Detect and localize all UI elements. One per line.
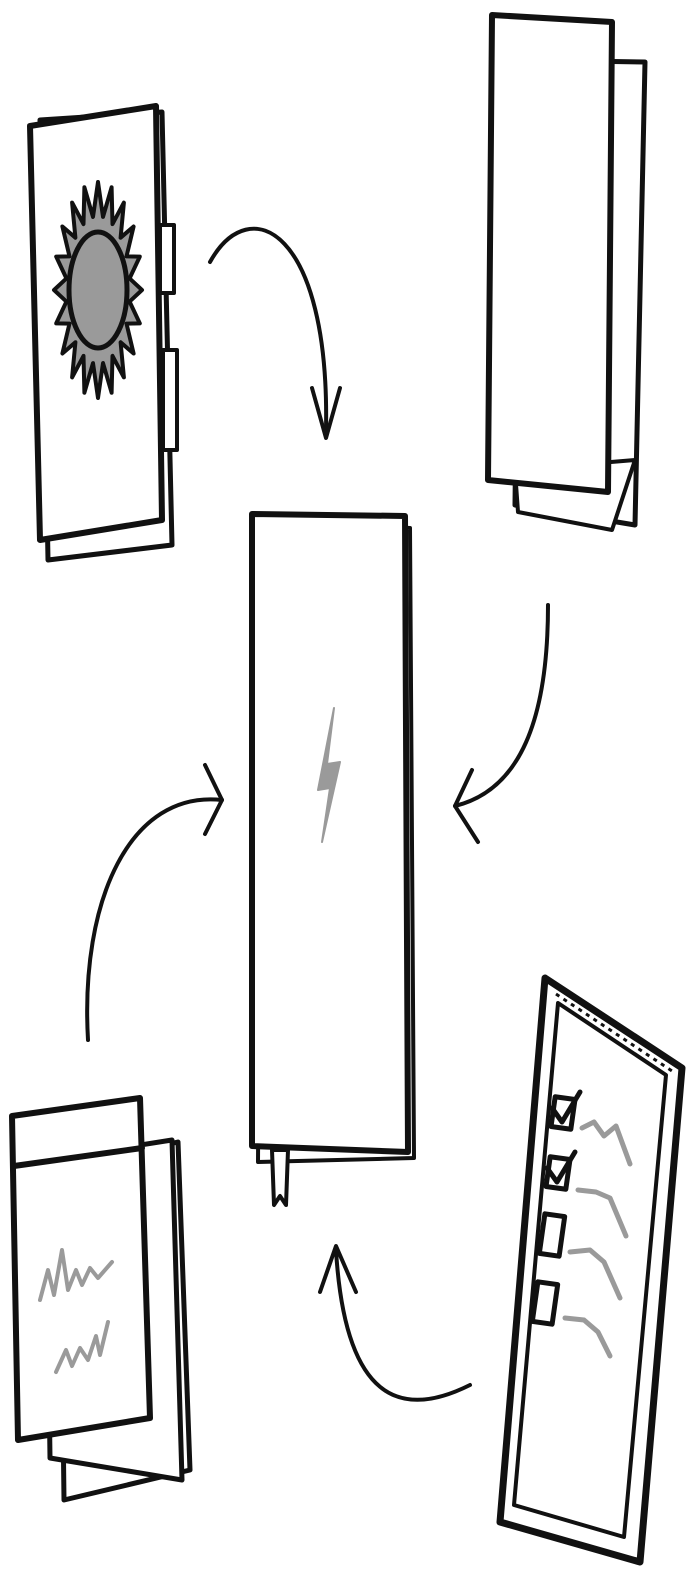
sun-notebook-icon — [30, 106, 177, 560]
checkbox-empty-icon — [532, 1282, 557, 1324]
bookmark-ribbon-icon — [272, 1150, 288, 1205]
tab-icon — [160, 225, 174, 293]
checkbox-empty-icon — [539, 1214, 564, 1256]
arrow-icon — [210, 229, 340, 438]
scribbled-notes-icon — [12, 1098, 190, 1500]
notebook-with-lightning-icon — [252, 514, 414, 1205]
arrow-icon — [455, 605, 548, 842]
blank-paper-stack-icon — [488, 15, 645, 530]
arrow-icon — [87, 765, 222, 1040]
tab-icon — [163, 350, 177, 450]
arrow-icon — [320, 1246, 470, 1400]
checklist-clipboard-icon — [500, 978, 682, 1562]
